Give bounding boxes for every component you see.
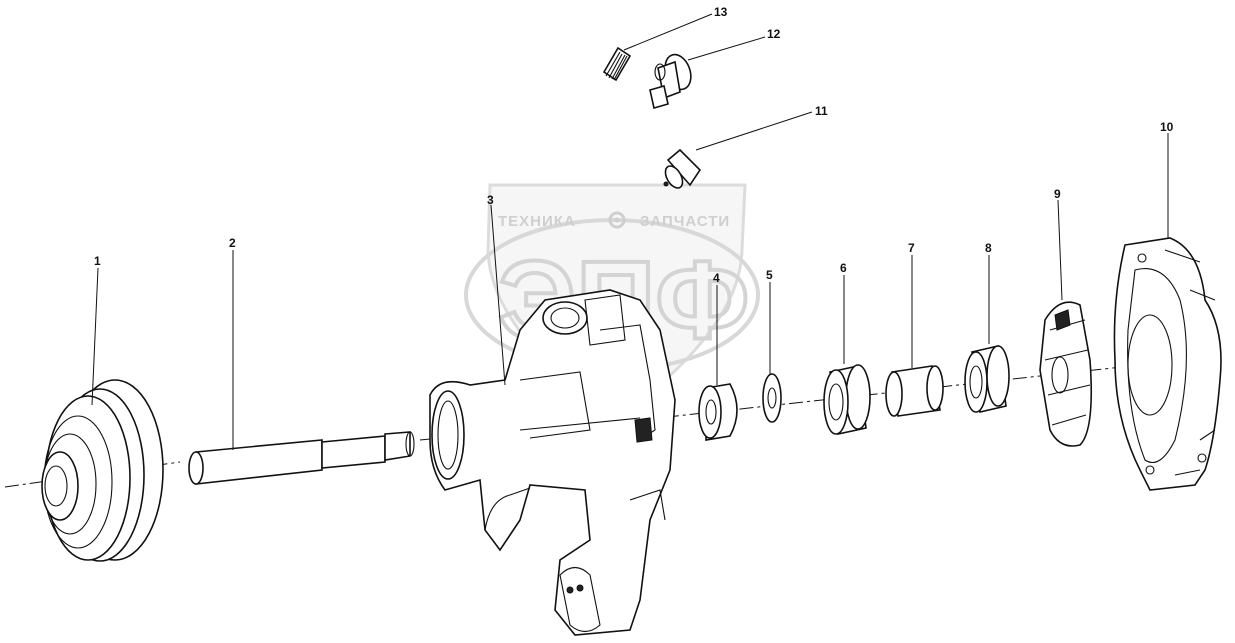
part-shaft (188, 431, 415, 485)
watermark-text-right: ЗАПЧАСТИ (640, 213, 730, 230)
callout-1: 1 (94, 254, 101, 268)
callout-5: 5 (766, 268, 773, 282)
leader-lines (91, 13, 1169, 450)
gear-icon (608, 211, 626, 229)
part-pulley (41, 379, 164, 562)
watermark-text-left: ТЕХНИКА (498, 213, 576, 230)
part-valve (649, 53, 692, 110)
callout-12: 12 (767, 27, 781, 41)
callout-9: 9 (1054, 187, 1061, 201)
part-spacer-sleeve (885, 365, 944, 417)
callout-2: 2 (229, 236, 236, 250)
part-bearing-right (964, 345, 1010, 413)
part-bearing-left (823, 364, 871, 435)
part-spring (602, 46, 632, 82)
callout-labels: 1 2 3 4 5 6 7 8 9 10 11 12 13 (94, 5, 1174, 285)
callout-6: 6 (840, 261, 847, 275)
part-cover (1113, 237, 1222, 491)
part-seal (698, 383, 738, 441)
callout-4: 4 (713, 271, 720, 285)
part-pump-housing (429, 289, 676, 636)
part-plug (663, 148, 702, 189)
callout-7: 7 (908, 241, 915, 255)
part-impeller (1039, 301, 1093, 447)
part-washer (762, 373, 782, 423)
callout-3: 3 (487, 193, 494, 207)
callout-13: 13 (714, 5, 728, 19)
callout-11: 11 (815, 104, 828, 118)
callout-10: 10 (1160, 120, 1174, 134)
callout-8: 8 (985, 241, 992, 255)
